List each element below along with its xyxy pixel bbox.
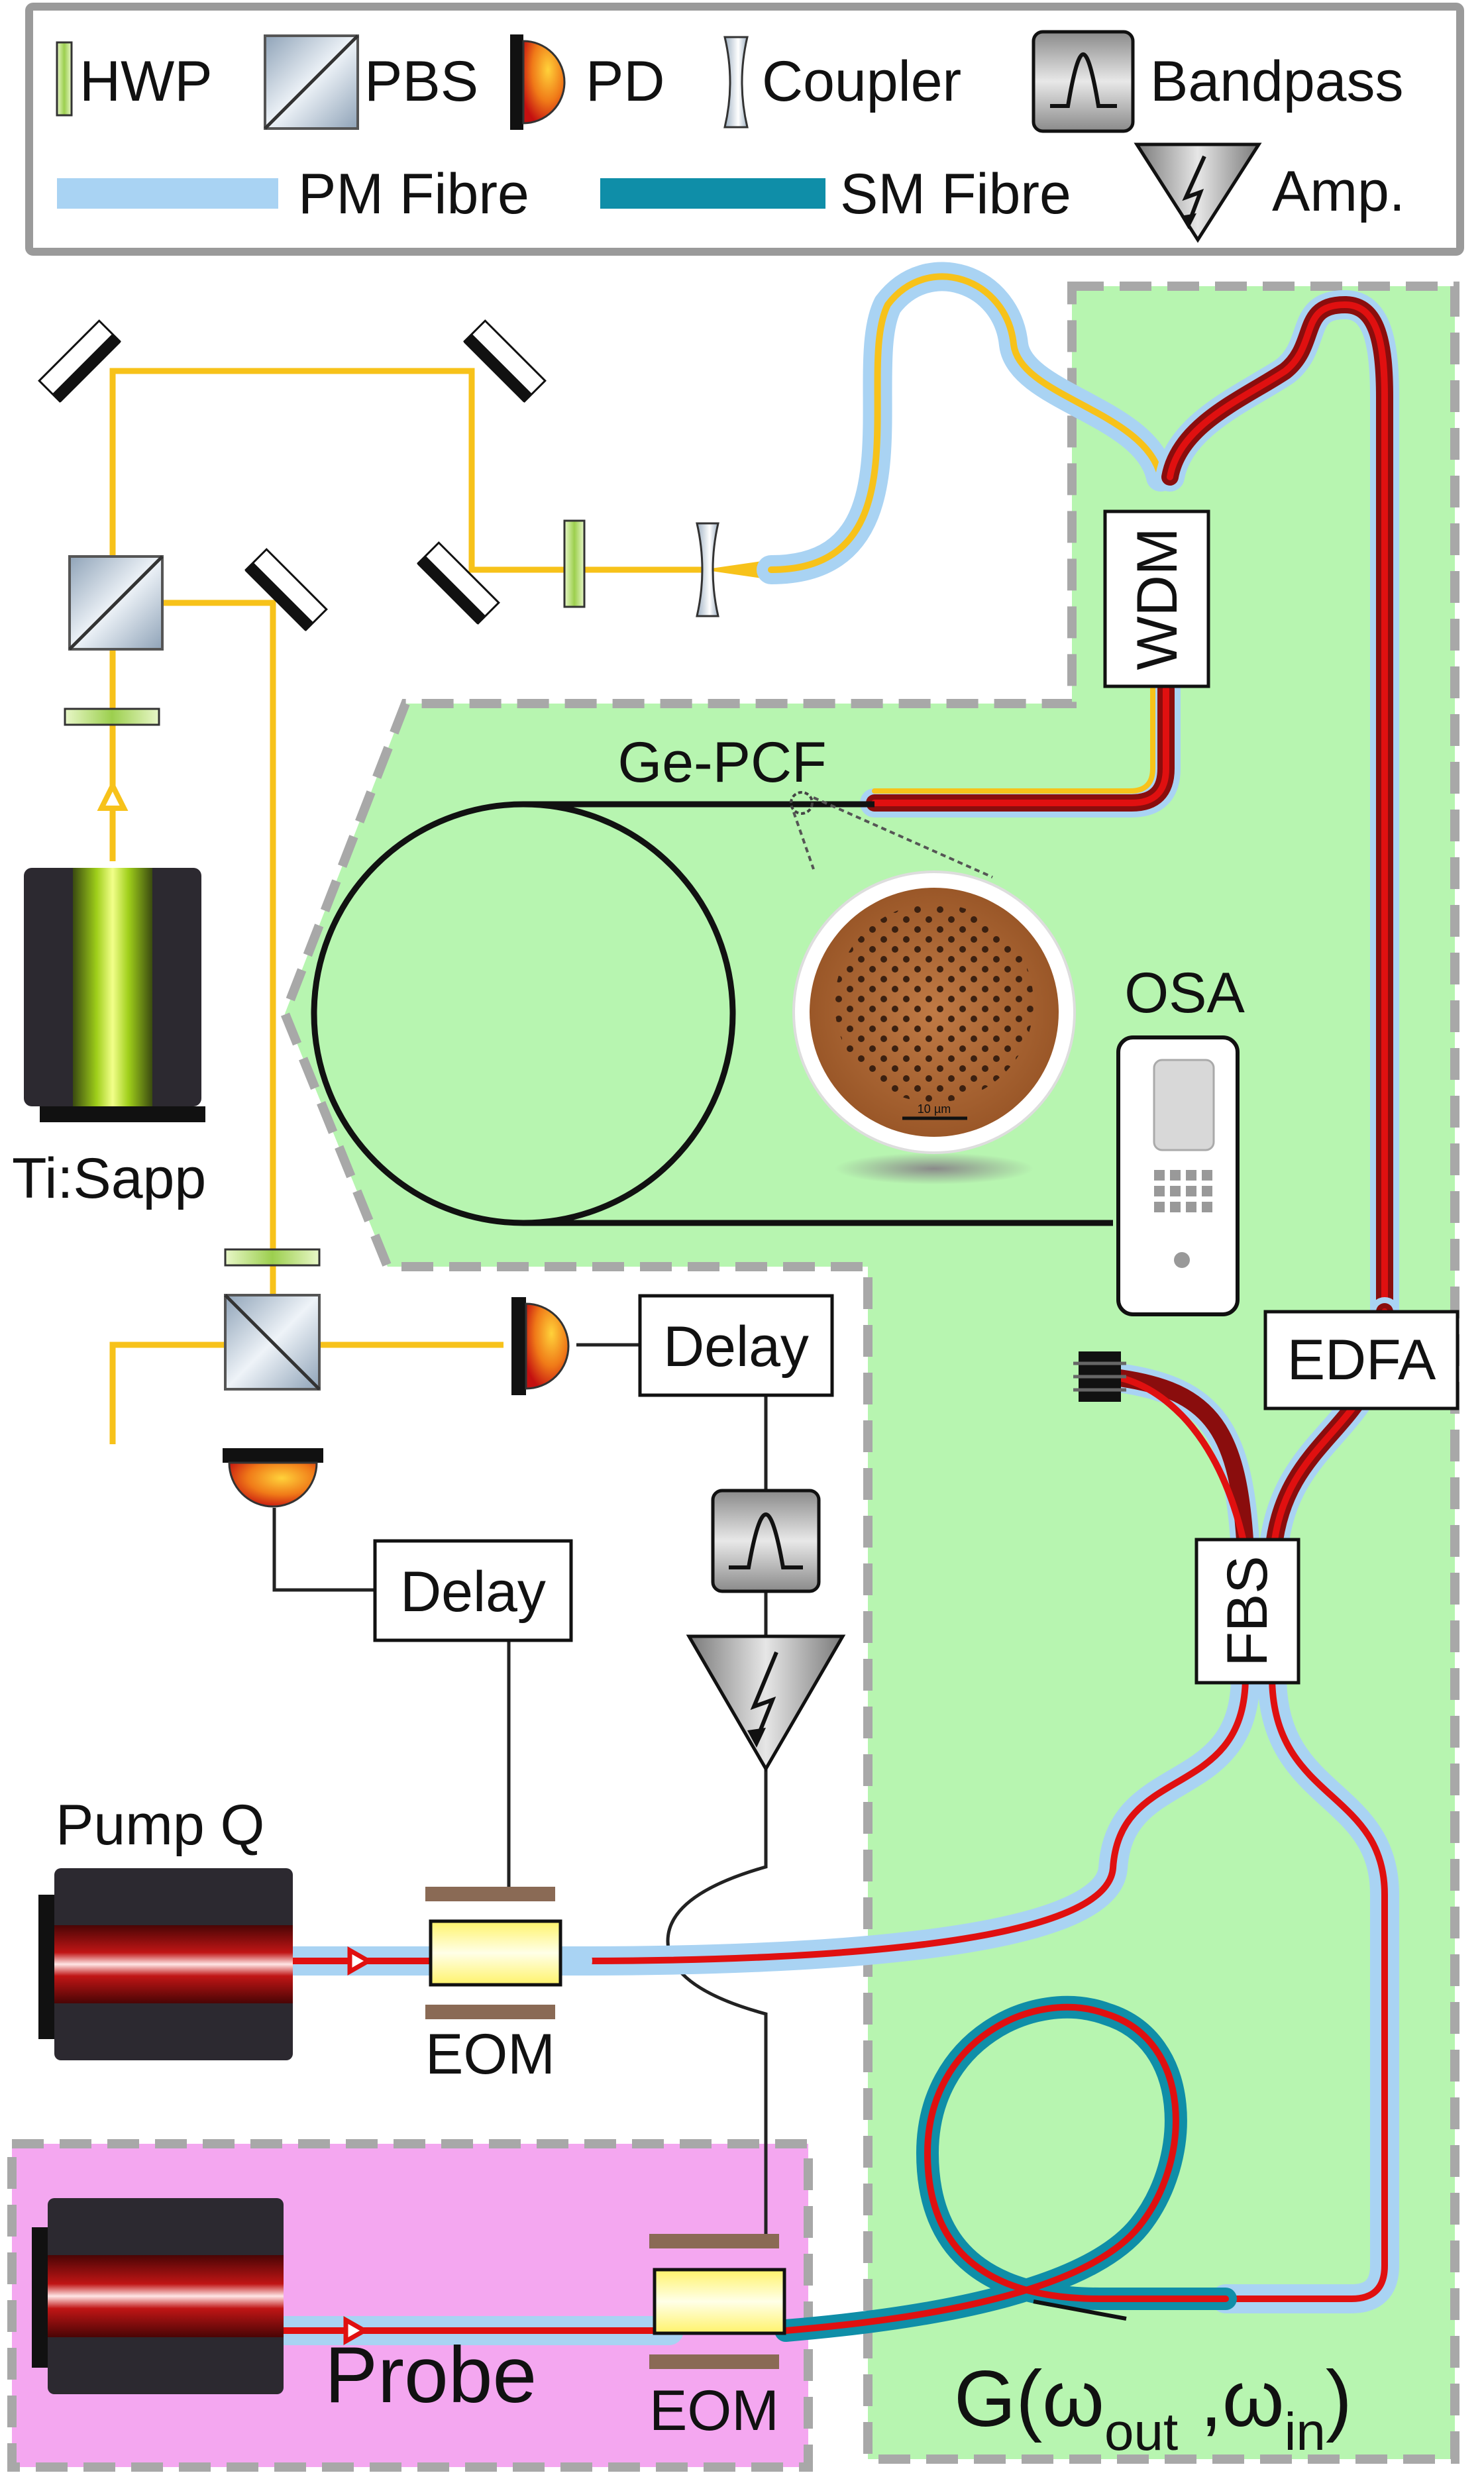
fibre-region — [280, 282, 1459, 2464]
electrical-wires — [272, 1343, 768, 2246]
scale-bar-label: 10 µm — [918, 1102, 951, 1116]
g-end: ) — [1326, 2354, 1352, 2443]
fibre-terminator-icon — [1073, 1351, 1126, 1402]
edfa-box: EDFA — [1263, 1310, 1459, 1410]
legend-coupler: Coupler — [762, 50, 961, 113]
g-function-label: G(ωout ,ωin) — [954, 2354, 1352, 2461]
amplifier-icon — [686, 1634, 846, 1772]
photodiode-icon — [223, 1448, 323, 1508]
legend-hwp: HWP — [80, 50, 213, 113]
coupler-icon — [696, 522, 719, 617]
mirror-icon — [463, 319, 547, 403]
eom-probe-label: EOM — [649, 2379, 779, 2443]
legend-bandpass: Bandpass — [1150, 50, 1404, 113]
wdm-box: WDM — [1103, 509, 1210, 688]
polarising-beam-splitter-icon — [68, 555, 164, 651]
laser-icon — [32, 2198, 284, 2394]
mirror-icon — [244, 548, 328, 631]
mirror-icon — [417, 541, 500, 625]
legend-pbs: PBS — [364, 50, 478, 113]
legend-pm-fibre: PM Fibre — [298, 162, 529, 226]
laser-icon — [24, 868, 205, 1122]
legend-sm-fibre: SM Fibre — [840, 162, 1071, 226]
eom-pump-label: EOM — [425, 2023, 555, 2086]
edfa-label: EDFA — [1287, 1328, 1436, 1392]
osa-label: OSA — [1124, 961, 1245, 1025]
delay-box-top: Delay — [638, 1294, 834, 1397]
g-in: in — [1285, 2402, 1326, 2461]
laser-icon — [38, 1868, 293, 2060]
g-main: G(ω — [954, 2354, 1104, 2443]
legend: HWP PBS PD Coupler Bandpass PM Fibre SM … — [25, 3, 1464, 256]
legend-amp: Amp. — [1272, 160, 1405, 223]
ti-sapp-label: Ti:Sapp — [12, 1147, 206, 1210]
fbs-box: FBS — [1194, 1538, 1300, 1685]
coupler-icon — [723, 36, 749, 129]
photodiode-icon — [510, 34, 566, 130]
half-wave-plate-icon — [224, 1248, 321, 1267]
half-wave-plate-icon — [56, 41, 73, 117]
delay-label: Delay — [663, 1315, 809, 1379]
eom-probe — [649, 2234, 786, 2369]
osa-icon — [1116, 1035, 1240, 1316]
beam-arrow-icon — [97, 780, 129, 811]
bandpass-icon — [711, 1489, 821, 1593]
pump-q-label: Pump Q — [56, 1793, 264, 1857]
amplifier-icon — [1134, 142, 1262, 243]
ge-pcf-label: Ge-PCF — [617, 731, 826, 794]
delay-label: Delay — [400, 1560, 546, 1624]
polarising-beam-splitter-icon — [224, 1294, 321, 1391]
half-wave-plate-icon — [64, 708, 160, 726]
fbs-label: FBS — [1216, 1556, 1279, 1666]
wdm-label: WDM — [1126, 528, 1189, 670]
probe-label: Probe — [325, 2331, 537, 2419]
eom-pump — [425, 1887, 562, 2019]
delay-box-bottom: Delay — [373, 1539, 573, 1642]
mirror-icon — [38, 319, 121, 403]
ge-pcf-coil — [311, 801, 1113, 1226]
half-wave-plate-icon — [563, 519, 586, 608]
bandpass-icon — [1032, 30, 1135, 133]
legend-pd: PD — [586, 50, 664, 113]
polarising-beam-splitter-icon — [264, 34, 359, 130]
pcf-cross-section: 10 µm — [790, 791, 1076, 1185]
photodiode-icon — [511, 1297, 570, 1395]
g-out: out — [1104, 2402, 1178, 2461]
g-mid: ,ω — [1178, 2354, 1284, 2443]
